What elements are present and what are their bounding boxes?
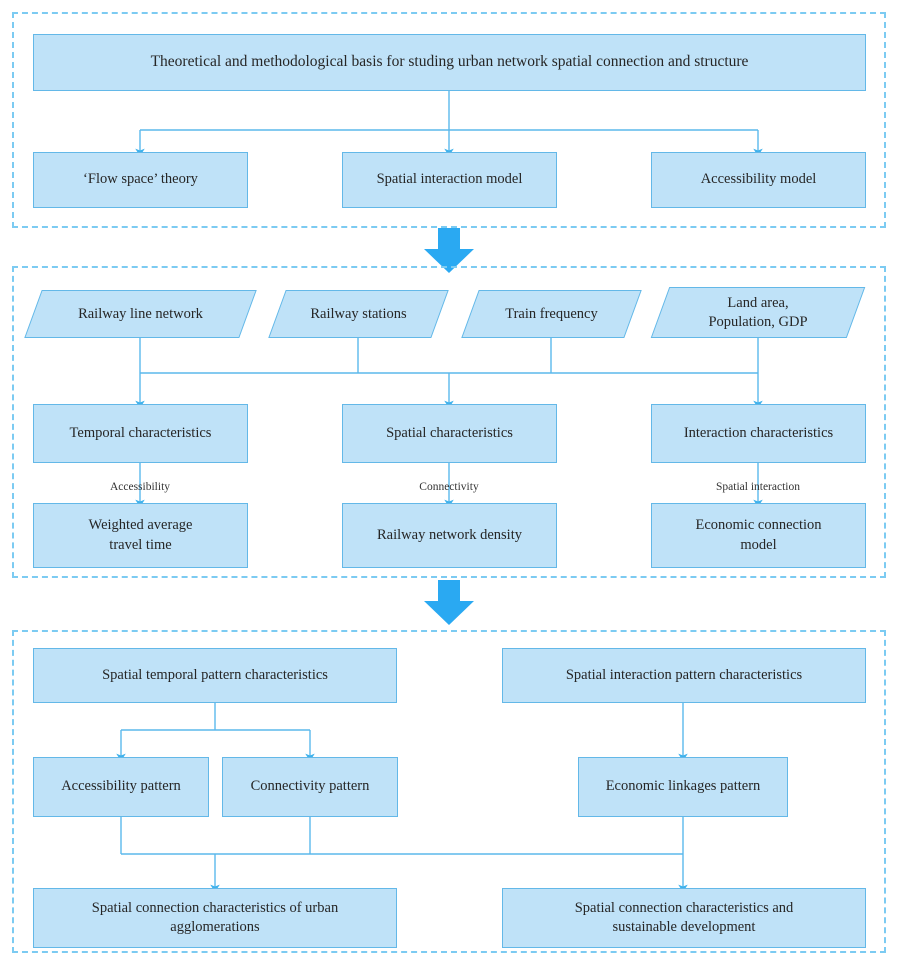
node-temporal-characteristics[interactable]: Temporal characteristics: [33, 404, 248, 463]
node-label-line2: model: [740, 536, 777, 553]
node-spatial-interaction-pattern-characteristics[interactable]: Spatial interaction pattern characterist…: [502, 648, 866, 703]
node-spatial-interaction-model[interactable]: Spatial interaction model: [342, 152, 557, 208]
node-label: Train frequency: [505, 305, 598, 322]
node-railway-stations[interactable]: Railway stations: [268, 290, 449, 338]
node-label-line2: sustainable development: [612, 919, 756, 935]
node-label: Spatial connection characteristics and s…: [575, 899, 794, 937]
section-arrow-2: [424, 580, 474, 625]
node-land-area-population-gdp[interactable]: Land area, Population, GDP: [650, 287, 866, 338]
node-label-line2: Population, GDP: [708, 313, 808, 330]
node-label-line1: Weighted average: [88, 517, 193, 534]
node-spatial-characteristics[interactable]: Spatial characteristics: [342, 404, 557, 463]
node-label: Economic connection model: [695, 516, 821, 554]
node-theoretical-basis[interactable]: Theoretical and methodological basis for…: [33, 34, 866, 91]
node-label-line2: agglomerations: [170, 919, 260, 935]
node-label: Railway line network: [78, 305, 203, 322]
node-economic-linkages-pattern[interactable]: Economic linkages pattern: [578, 757, 788, 817]
node-connectivity-pattern[interactable]: Connectivity pattern: [222, 757, 398, 817]
node-railway-network-density[interactable]: Railway network density: [342, 503, 557, 568]
node-interaction-characteristics[interactable]: Interaction characteristics: [651, 404, 866, 463]
node-accessibility-pattern[interactable]: Accessibility pattern: [33, 757, 209, 817]
node-label-line1: Spatial connection characteristics and: [574, 899, 794, 916]
node-outcome-sustainable-development[interactable]: Spatial connection characteristics and s…: [502, 888, 866, 948]
node-economic-connection-model[interactable]: Economic connection model: [651, 503, 866, 568]
node-label: Land area, Population, GDP: [660, 294, 856, 332]
node-label: Weighted average travel time: [89, 516, 193, 554]
node-label-line1: Spatial connection characteristics of ur…: [91, 899, 339, 916]
panel-theoretical-basis: [12, 12, 886, 228]
node-railway-line-network[interactable]: Railway line network: [24, 290, 257, 338]
node-outcome-urban-agglomerations[interactable]: Spatial connection characteristics of ur…: [33, 888, 397, 948]
node-label: Railway stations: [310, 305, 407, 322]
node-train-frequency[interactable]: Train frequency: [461, 290, 642, 338]
edge-label-spatial-interaction: Spatial interaction: [716, 481, 800, 493]
edge-label-connectivity: Connectivity: [419, 481, 479, 493]
node-weighted-average-travel-time[interactable]: Weighted average travel time: [33, 503, 248, 568]
node-label-line2: travel time: [109, 536, 172, 553]
node-label-line1: Economic connection: [695, 517, 822, 534]
node-spatial-temporal-pattern-characteristics[interactable]: Spatial temporal pattern characteristics: [33, 648, 397, 703]
node-accessibility-model[interactable]: Accessibility model: [651, 152, 866, 208]
edge-label-accessibility: Accessibility: [109, 481, 171, 493]
node-label-line1: Land area,: [727, 294, 789, 311]
node-flow-space-theory[interactable]: ‘Flow space’ theory: [33, 152, 248, 208]
node-label: Spatial connection characteristics of ur…: [92, 899, 338, 937]
panel-data-and-methods: [12, 266, 886, 578]
panel-results: [12, 630, 886, 953]
